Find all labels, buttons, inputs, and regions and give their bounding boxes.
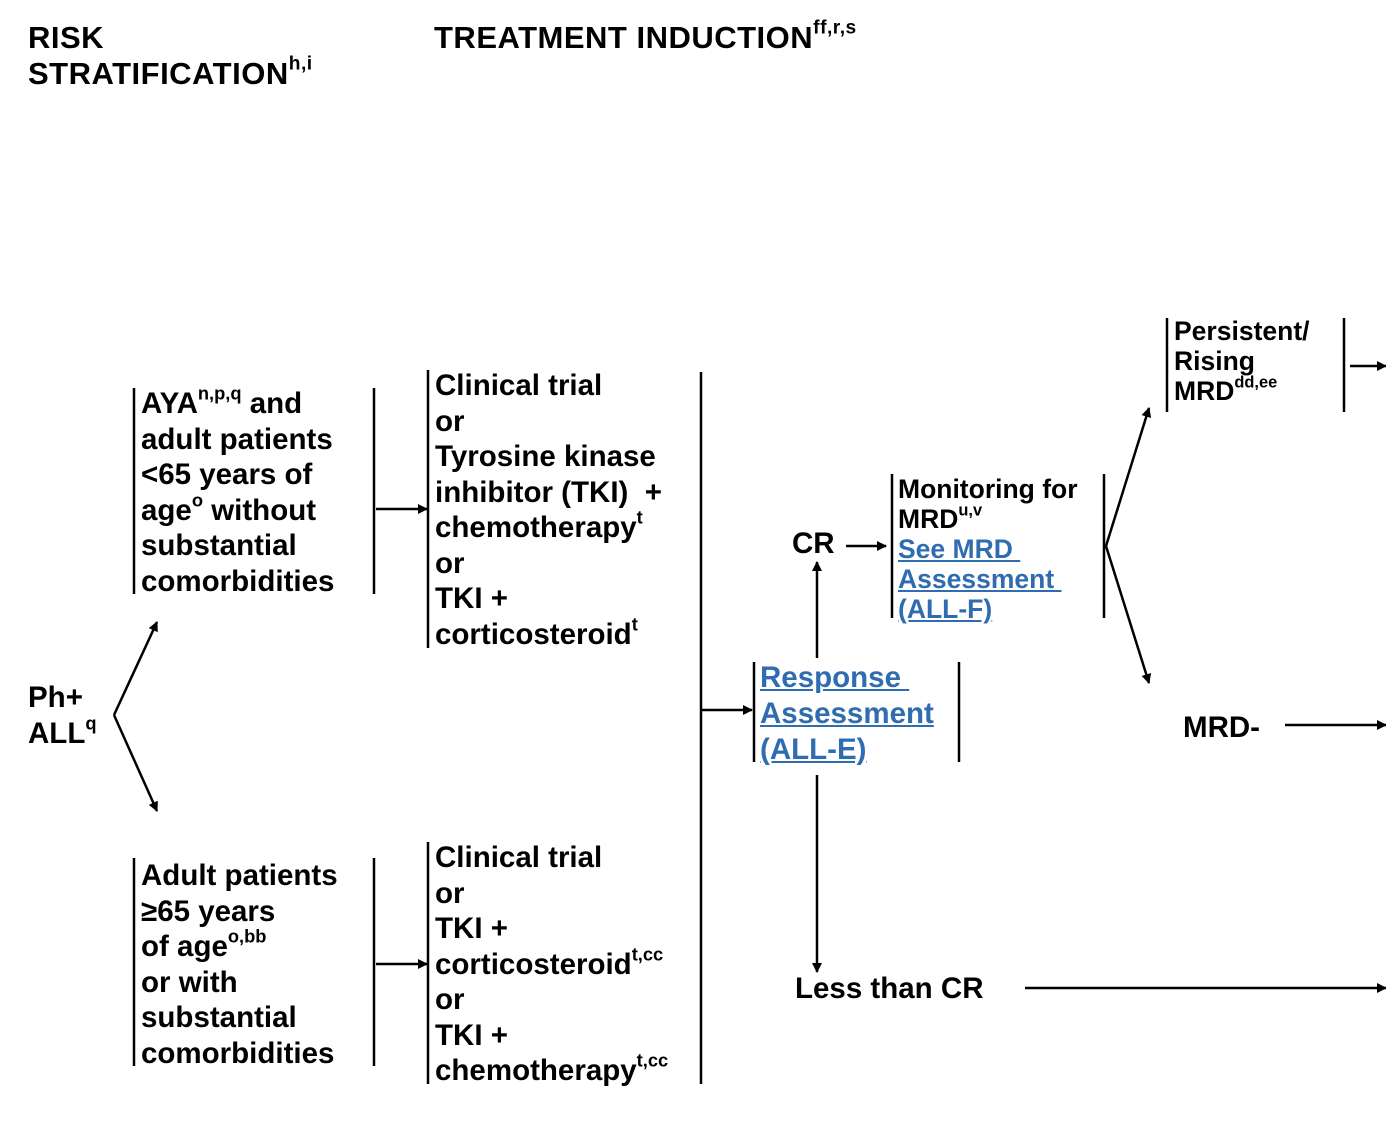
risk-lower-line3: of age <box>141 930 228 963</box>
treat-upper-line2: or <box>435 404 465 438</box>
treat-upper-footnote8: t <box>631 612 638 634</box>
risk-upper-footnote4: o <box>191 488 204 510</box>
treatment-lower: Clinical trial or TKI + corticosteroidt,… <box>435 840 668 1089</box>
treat-lower-line6: TKI + <box>435 1018 508 1052</box>
root-node-ph-all: Ph+ ALLq <box>28 680 97 751</box>
persistent-line1: Persistent/ <box>1174 316 1310 346</box>
risk-group-upper: AYAn,p,q and adult patients <65 years of… <box>141 384 335 599</box>
root-footnote: q <box>85 711 97 733</box>
risk-upper-line6: comorbidities <box>141 564 335 598</box>
treat-lower-line5: or <box>435 983 465 1016</box>
treat-lower-footnote7: t,cc <box>636 1049 669 1071</box>
treat-lower-line3: TKI + <box>435 912 508 945</box>
risk-lower-line5: substantial <box>141 1001 297 1034</box>
arrow-root-to-lower <box>112 714 159 812</box>
risk-upper-line1: AYA <box>141 387 198 420</box>
header-treatment-text: TREATMENT INDUCTION <box>434 20 814 55</box>
monitoring-line1: Monitoring for <box>898 474 1078 504</box>
risk-upper-line4-tail: without <box>203 493 317 527</box>
less-than-cr-label: Less than CR <box>795 972 984 1005</box>
risk-upper-line2: adult patients <box>141 422 333 456</box>
see-mrd-assessment-link-line3[interactable]: (ALL-F) <box>898 594 993 624</box>
treat-lower-line4: corticosteroid <box>435 947 632 981</box>
see-mrd-assessment-link-line1[interactable]: See MRD <box>898 534 1021 564</box>
response-link-line2[interactable]: Assessment <box>760 697 934 730</box>
treat-lower-line1: Clinical trial <box>435 841 603 874</box>
root-line2: ALL <box>28 716 86 750</box>
persistent-line3: MRD <box>1174 376 1235 406</box>
risk-lower-line1: Adult patients <box>141 859 338 892</box>
response-assessment-link[interactable]: Response Assessment (ALL-E) <box>760 660 934 768</box>
header-risk-line1: RISK <box>28 20 105 55</box>
treat-lower-line2: or <box>435 876 465 910</box>
header-treatment-induction: TREATMENT INDUCTIONff,r,s <box>434 17 857 56</box>
see-mrd-assessment-link-line2[interactable]: Assessment <box>898 564 1062 594</box>
risk-lower-footnote3: o,bb <box>227 925 267 947</box>
monitoring-line2: MRD <box>898 504 959 534</box>
header-risk-line2: STRATIFICATION <box>28 56 289 91</box>
risk-lower-line2: ≥65 years <box>141 894 276 928</box>
treat-lower-line7: chemotherapy <box>435 1054 637 1087</box>
persistent-rising-mrd-box: Persistent/ Rising MRDdd,ee <box>1174 316 1310 406</box>
treatment-upper: Clinical trial or Tyrosine kinase inhibi… <box>435 368 662 652</box>
treat-upper-footnote5: t <box>636 506 643 528</box>
response-link-line1[interactable]: Response <box>760 661 910 694</box>
arrow-root-to-upper <box>112 621 159 716</box>
risk-lower-line6: comorbidities <box>141 1036 335 1070</box>
risk-upper-line5: substantial <box>141 529 297 562</box>
risk-lower-line4: or with <box>141 965 238 999</box>
cr-label: CR <box>792 527 835 560</box>
risk-upper-line1-tail: and <box>241 387 303 420</box>
header-risk-stratification: RISK STRATIFICATIONh,i <box>28 20 313 92</box>
risk-upper-footnote1: n,p,q <box>197 382 242 404</box>
treat-lower-footnote4: t,cc <box>631 942 664 964</box>
risk-upper-line3: <65 years of <box>141 458 313 491</box>
treat-upper-line6: or <box>435 546 465 580</box>
persistent-line2: Rising <box>1174 346 1255 376</box>
header-treatment-footnote: ff,r,s <box>813 17 857 39</box>
root-line1: Ph+ <box>28 681 83 714</box>
treat-upper-line4: inhibitor (TKI) + <box>435 475 662 509</box>
risk-group-lower: Adult patients ≥65 years of ageo,bb or w… <box>141 858 338 1071</box>
treat-upper-line3: Tyrosine kinase <box>435 440 656 473</box>
treat-upper-line1: Clinical trial <box>435 369 603 402</box>
header-risk-footnote: h,i <box>288 53 313 75</box>
monitoring-footnote: u,v <box>958 501 983 520</box>
response-link-line3[interactable]: (ALL-E) <box>760 733 867 766</box>
treat-upper-line8: corticosteroid <box>435 617 632 651</box>
treat-upper-line5: chemotherapy <box>435 511 637 544</box>
mrd-negative-label: MRD- <box>1183 711 1261 744</box>
monitoring-for-mrd-box: Monitoring for MRDu,v See MRD Assessment… <box>898 474 1078 624</box>
arrow-monitoring-to-persistent <box>1104 407 1152 547</box>
risk-upper-line4: age <box>141 493 192 527</box>
arrow-monitoring-to-mrd-negative <box>1104 545 1152 684</box>
treat-upper-line7: TKI + <box>435 582 508 615</box>
persistent-footnote: dd,ee <box>1234 373 1278 392</box>
